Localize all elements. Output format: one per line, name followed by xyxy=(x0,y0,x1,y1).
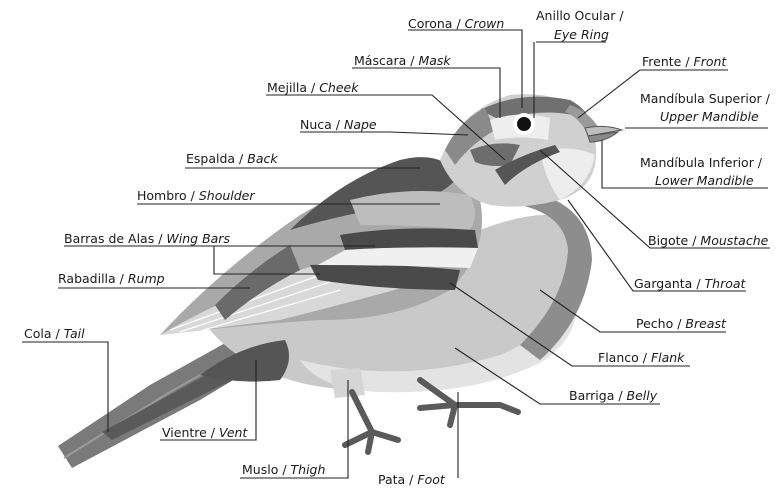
label-back: Espalda / Back xyxy=(186,151,278,166)
label-mask: Máscara / Mask xyxy=(354,53,451,68)
label-vent: Vientre / Vent xyxy=(162,425,247,440)
label-tail: Cola / Tail xyxy=(24,326,85,341)
label-shoulder: Hombro / Shoulder xyxy=(137,188,255,203)
label-throat: Garganta / Throat xyxy=(634,276,745,291)
label-nape: Nuca / Nape xyxy=(300,117,377,132)
label-moustache: Bigote / Moustache xyxy=(648,233,768,248)
label-lower-mandible-line1: Mandíbula Inferior / xyxy=(640,155,762,170)
label-crown: Corona / Crown xyxy=(408,16,504,31)
label-eye-ring-line2: Eye Ring xyxy=(554,27,609,42)
shoulder-shape xyxy=(350,191,475,230)
label-foot: Pata / Foot xyxy=(378,472,445,487)
label-breast: Pecho / Breast xyxy=(636,316,726,331)
label-upper-mandible-line1: Mandíbula Superior / xyxy=(640,91,770,106)
label-front: Frente / Front xyxy=(642,54,726,69)
eye xyxy=(517,117,531,131)
label-upper-mandible-line2: Upper Mandible xyxy=(660,109,759,124)
label-rump: Rabadilla / Rump xyxy=(58,271,165,286)
label-cheek: Mejilla / Cheek xyxy=(267,80,358,95)
label-belly: Barriga / Belly xyxy=(569,388,657,403)
label-wing-bars: Barras de Alas / Wing Bars xyxy=(64,231,230,246)
label-lower-mandible-line2: Lower Mandible xyxy=(655,173,754,188)
label-flank: Flanco / Flank xyxy=(598,350,684,365)
label-eye-ring-line1: Anillo Ocular / xyxy=(536,8,624,23)
label-thigh: Muslo / Thigh xyxy=(242,462,325,477)
